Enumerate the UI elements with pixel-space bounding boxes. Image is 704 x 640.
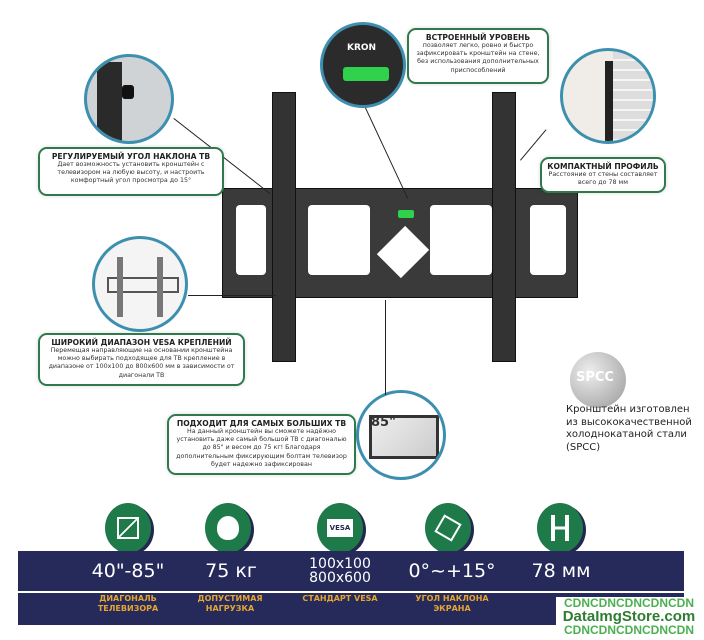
level-detail-image: KRON <box>320 22 406 108</box>
diagonal-icon <box>105 503 151 553</box>
profile-icon <box>537 503 583 553</box>
weight-icon <box>205 503 251 553</box>
vesa-detail-image <box>92 236 188 332</box>
watermark: CDNCDNCDNCDNCDN DataImgStore.com CDNCDNC… <box>556 597 702 639</box>
brand-logo: KRON <box>347 43 377 53</box>
tilt-icon <box>425 503 471 553</box>
spec-label-vesa: СТАНДАРТ VESA <box>302 594 378 603</box>
spec-label-weight: ДОПУСТИМАЯ НАГРУЗКА <box>197 594 263 613</box>
spec-value-profile: 78 мм <box>531 559 591 582</box>
spec-value-diagonal: 40"-85" <box>91 559 165 582</box>
spec-value-vesa: 100x100 800x600 <box>309 556 371 586</box>
profile-detail-image <box>560 48 656 144</box>
specs-band <box>18 551 684 591</box>
tv-size-image: 85" <box>356 390 446 480</box>
tilt-detail-image <box>84 54 174 144</box>
tv-size-badge: 85" <box>371 415 396 430</box>
spec-label-diagonal: ДИАГОНАЛЬ ТЕЛЕВИЗОРА <box>97 594 159 613</box>
spec-value-weight: 75 кг <box>205 559 257 582</box>
material-text: Кронштейн изготовлен из высококачественн… <box>566 404 692 453</box>
vesa-icon: VESA <box>317 503 363 553</box>
spec-label-tilt: УГОЛ НАКЛОНА ЭКРАНА <box>415 594 489 613</box>
spec-value-tilt: 0°~+15° <box>408 559 496 582</box>
spcc-badge: SPCC <box>570 352 626 408</box>
